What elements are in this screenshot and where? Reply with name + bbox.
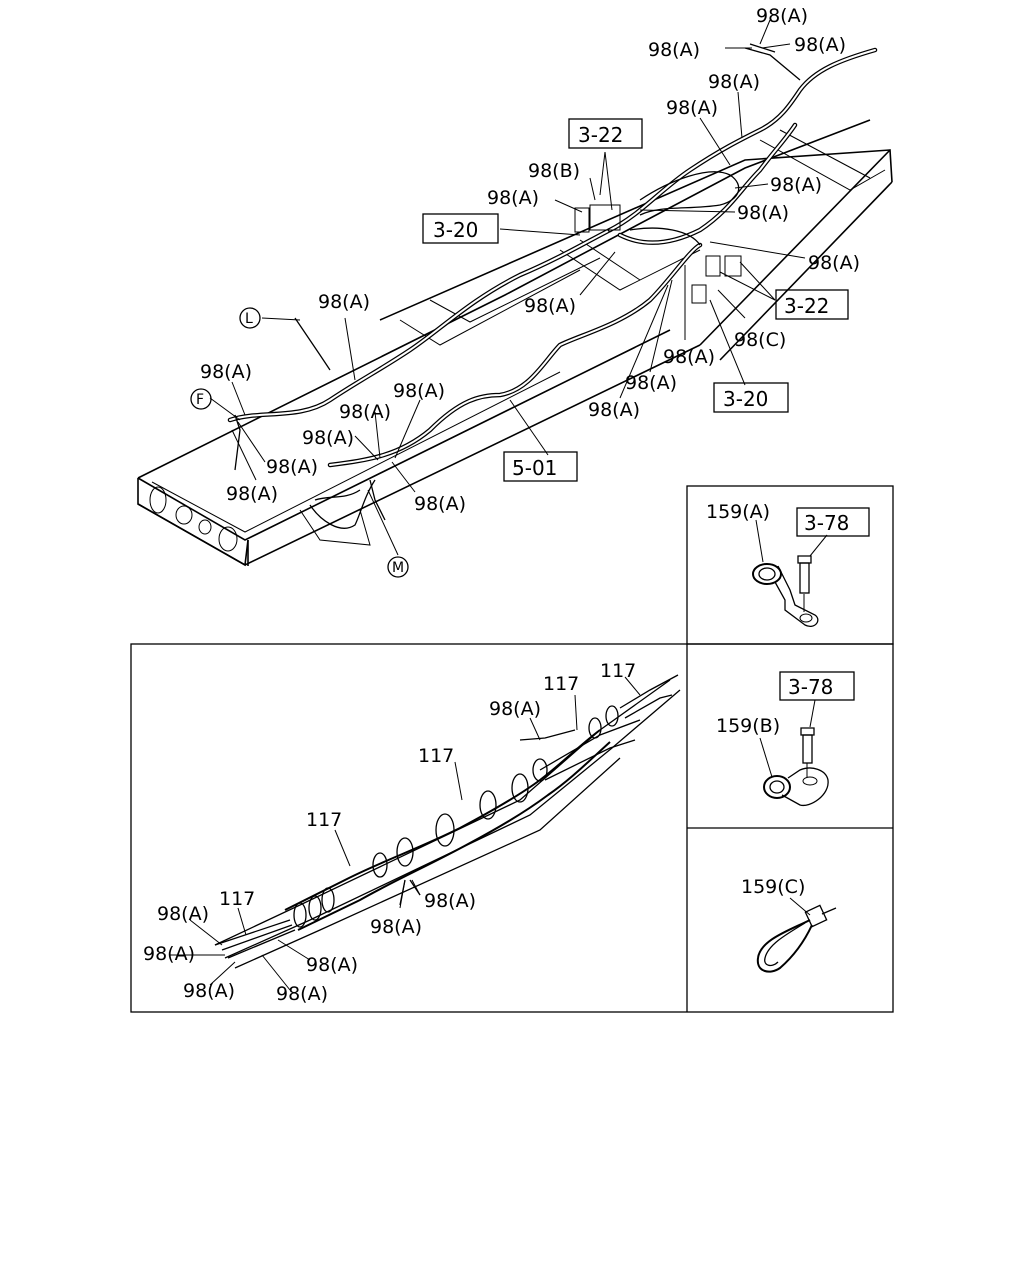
label-a-top-left: 98(A) — [648, 39, 700, 61]
clip-a-detail: 159(A) 3-78 — [706, 501, 870, 627]
label-clip-b: 159(B) — [716, 715, 780, 737]
label-a-lower-3: 98(A) — [588, 399, 640, 421]
label-a-harness-mid-1: 98(A) — [424, 890, 476, 912]
ref-3-22-top: 3-22 — [578, 123, 623, 147]
label-a-rail-upper-2: 98(A) — [666, 97, 718, 119]
label-a-right-clip: 98(A) — [808, 252, 860, 274]
label-a-lower-1: 98(A) — [663, 346, 715, 368]
label-a-harness-bottom-3: 98(A) — [276, 983, 328, 1005]
label-a-rail-upper: 98(A) — [708, 71, 760, 93]
label-b: 98(B) — [528, 160, 580, 182]
label-a-top-right: 98(A) — [794, 34, 846, 56]
main-part-labels: 98(A) 98(A) 98(A) 98(A) 98(A) 98(A) 98(A… — [200, 5, 860, 515]
label-clip-a: 159(A) — [706, 501, 770, 523]
label-clip-c: 159(C) — [741, 876, 805, 898]
label-a-harness-left-1: 98(A) — [157, 903, 209, 925]
label-a-center-2: 98(A) — [339, 401, 391, 423]
label-a-bracket: 98(A) — [487, 187, 539, 209]
label-a-harness-top: 98(A) — [489, 698, 541, 720]
label-a-harness-mid-2: 98(A) — [370, 916, 422, 938]
label-a-left-f: 98(A) — [200, 361, 252, 383]
label-a-center-1: 98(A) — [393, 380, 445, 402]
ref-3-20-right: 3-20 — [723, 387, 768, 411]
ref-3-22-right: 3-22 — [784, 294, 829, 318]
label-117-left: 117 — [306, 809, 342, 831]
label-117-mid: 117 — [418, 745, 454, 767]
label-c: 98(C) — [734, 329, 786, 351]
label-a-harness-left-2: 98(A) — [143, 943, 195, 965]
harness-detail-labels: 117 117 98(A) 117 117 98(A) 98(A) 117 98… — [143, 660, 636, 1005]
label-a-center-3: 98(A) — [302, 427, 354, 449]
ref-3-78-b: 3-78 — [788, 675, 833, 699]
callout-m: M — [392, 560, 404, 576]
label-a-rail-right-2: 98(A) — [737, 202, 789, 224]
callout-l: L — [245, 311, 253, 327]
clip-c-detail: 159(C) — [741, 876, 837, 973]
label-a-rail-right: 98(A) — [770, 174, 822, 196]
detail-panels-frame — [130, 485, 894, 1013]
ref-5-01: 5-01 — [512, 456, 557, 480]
callout-f: F — [196, 392, 204, 408]
connector-callouts: L F M — [190, 307, 409, 578]
reference-boxes-main: 3-22 3-20 3-22 3-20 5-01 — [422, 118, 849, 482]
label-a-front-2: 98(A) — [226, 483, 278, 505]
clip-b-detail: 159(B) 3-78 — [716, 671, 855, 807]
label-117-top-right: 117 — [600, 660, 636, 682]
wiring-harness-routing — [227, 43, 878, 529]
label-a-harness-bottom-2: 98(A) — [183, 980, 235, 1002]
label-117-top: 117 — [543, 673, 579, 695]
label-a-harness-bottom-1: 98(A) — [306, 954, 358, 976]
leader-lines-main — [209, 19, 806, 556]
label-a-top: 98(A) — [756, 5, 808, 27]
label-a-left-rail: 98(A) — [318, 291, 370, 313]
harness-detail — [170, 674, 681, 991]
label-a-mid: 98(A) — [524, 295, 576, 317]
label-a-lower-2: 98(A) — [625, 372, 677, 394]
ref-3-20-left: 3-20 — [433, 218, 478, 242]
label-117-bottom: 117 — [219, 888, 255, 910]
label-a-center-4: 98(A) — [414, 493, 466, 515]
label-a-front-1: 98(A) — [266, 456, 318, 478]
ref-3-78-a: 3-78 — [804, 511, 849, 535]
chassis-frame-drawing — [137, 119, 893, 567]
